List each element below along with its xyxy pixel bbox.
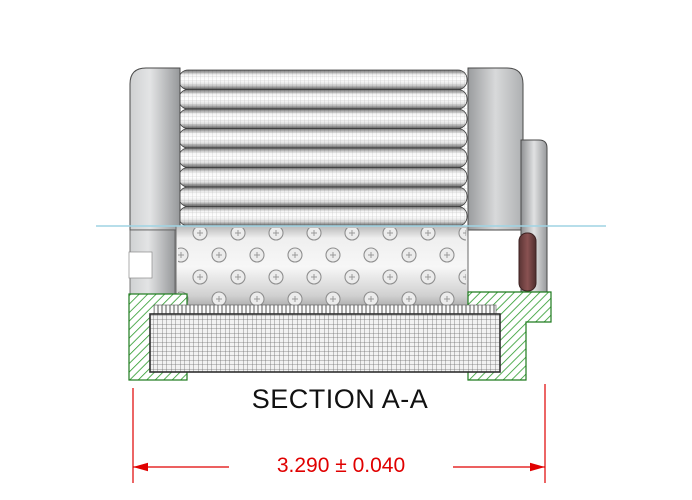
dimension-arrow-left: [133, 462, 148, 472]
pleated-media: [178, 69, 468, 227]
seal-oring: [518, 232, 537, 292]
dimension-arrow-right: [530, 462, 545, 472]
dimension-text: 3.290 ± 0.040: [229, 454, 453, 478]
pleat-tips-strip: [153, 304, 497, 315]
left-end-cap: [128, 67, 181, 299]
right-end-cap: [467, 67, 524, 231]
mesh-screen: [149, 313, 501, 373]
perforated-core: [175, 225, 469, 309]
section-title: SECTION A-A: [251, 384, 429, 414]
